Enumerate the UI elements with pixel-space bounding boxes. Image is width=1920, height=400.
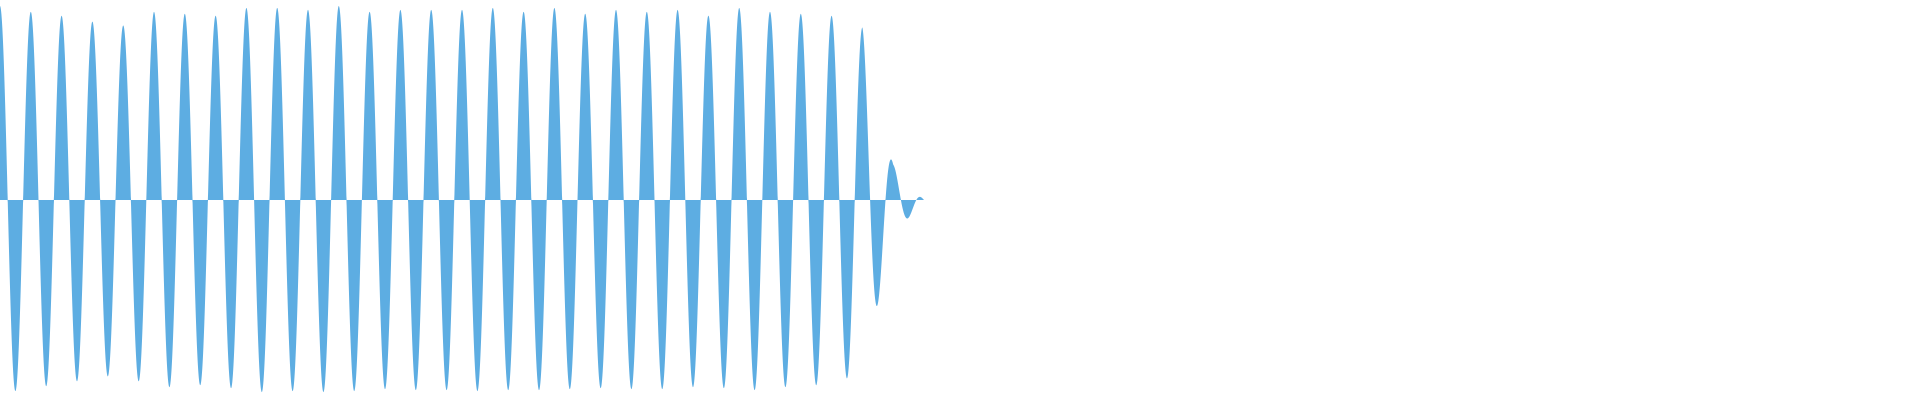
waveform-shape (0, 5, 940, 393)
